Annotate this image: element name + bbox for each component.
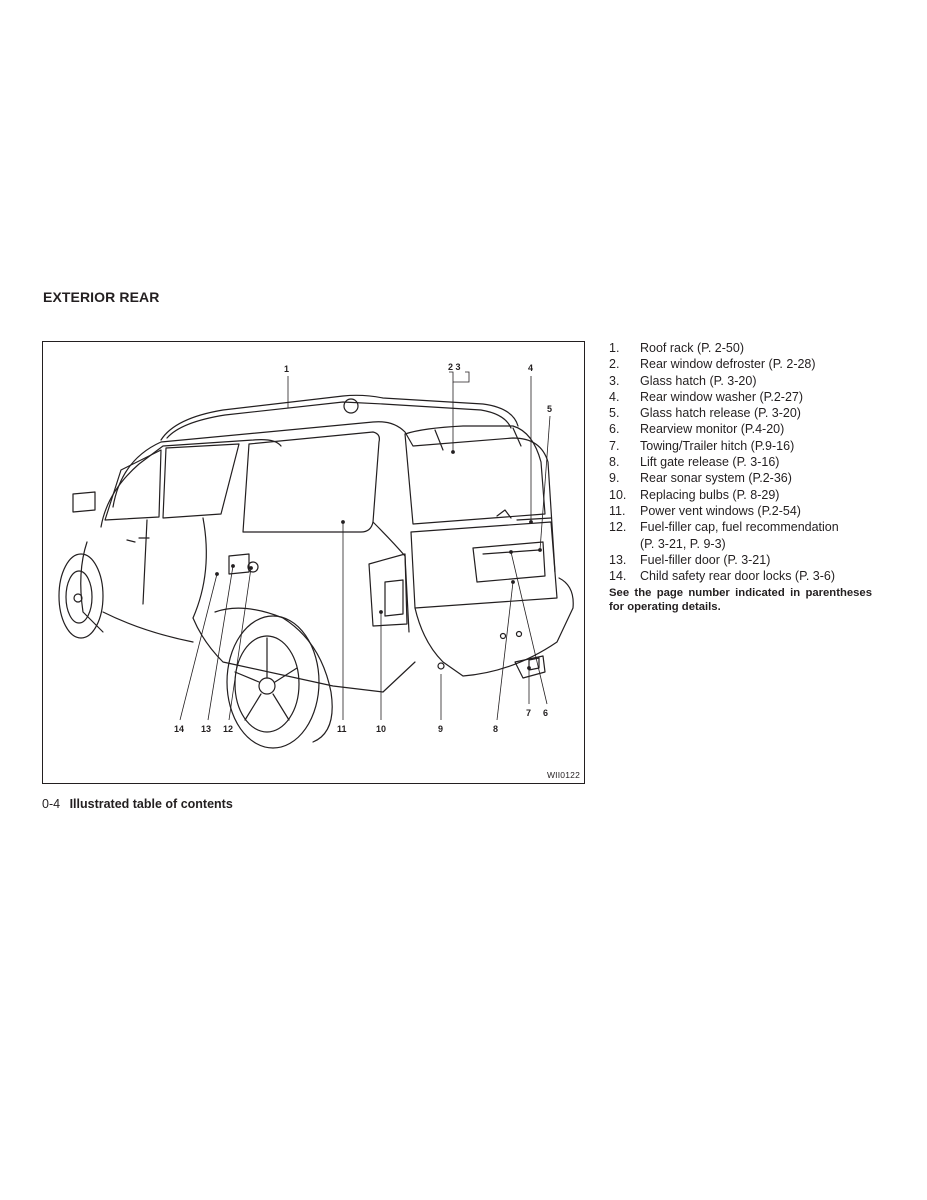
legend-item: 14. Child safety rear door locks (P. 3-6)	[609, 568, 874, 584]
legend-text: Glass hatch release (P. 3-20)	[640, 406, 801, 421]
callout-2-3: 2 3	[448, 362, 461, 372]
legend-item: 3. Glass hatch (P. 3-20)	[609, 373, 874, 389]
page-footer: 0-4 Illustrated table of contents	[42, 797, 233, 811]
callout-5: 5	[547, 404, 553, 414]
legend-item: 7. Towing/Trailer hitch (P.9-16)	[609, 438, 874, 454]
legend-number: 1.	[609, 341, 620, 355]
callout-7: 7	[526, 708, 532, 718]
chapter-title: Illustrated table of contents	[69, 797, 233, 811]
callout-13: 13	[201, 724, 212, 734]
legend-number: 8.	[609, 455, 620, 470]
callout-1: 1	[284, 364, 290, 374]
component-legend: 1. Roof rack (P. 2-50) 2. Rear window defr…	[609, 340, 874, 584]
callout-8: 8	[493, 724, 499, 734]
vehicle-illustration: 1 2 3 4 5 14 13 12 11 10 9 8 7 6 WII0122	[42, 341, 585, 784]
legend-number: 2.	[609, 357, 620, 372]
figure-code: WII0122	[546, 770, 580, 780]
legend-item: 13. Fuel-filler door (P. 3-21)	[609, 552, 874, 568]
legend-text: Fuel-filler cap, fuel recommendation	[640, 520, 839, 535]
legend-item: 10. Replacing bulbs (P. 8-29)	[609, 487, 874, 503]
legend-number: 6.	[609, 422, 620, 437]
legend-text: Glass hatch (P. 3-20)	[640, 373, 757, 388]
legend-text: Rear window defroster (P. 2-28)	[640, 357, 816, 372]
legend-text: Rearview monitor (P.4-20)	[640, 422, 785, 437]
legend-number: 5.	[609, 406, 620, 421]
legend-text: Towing/Trailer hitch (P.9-16)	[640, 438, 795, 453]
legend-text: Child safety rear door locks (P. 3-6)	[640, 569, 835, 584]
legend-item: 9. Rear sonar system (P.2-36)	[609, 470, 874, 486]
page-number: 0-4	[42, 797, 61, 811]
legend-number: 12.	[609, 520, 627, 535]
callout-leaders	[179, 371, 551, 721]
callout-4: 4	[528, 363, 534, 373]
legend-item: 8. Lift gate release (P. 3-16)	[609, 454, 874, 470]
callout-12: 12	[223, 724, 234, 734]
section-title: EXTERIOR REAR	[43, 289, 160, 305]
legend-text: Rear sonar system (P.2-36)	[640, 471, 792, 486]
legend-number: 9.	[609, 471, 620, 486]
legend-text-continuation: (P. 3-21, P. 9-3)	[640, 536, 726, 551]
callout-10: 10	[376, 724, 387, 734]
legend-number: 4.	[609, 389, 620, 404]
legend-text: Roof rack (P. 2-50)	[640, 341, 744, 355]
legend-item: 11. Power vent windows (P.2-54)	[609, 503, 874, 519]
page-reference-note: See the page number indicated in parenth…	[609, 587, 872, 614]
callout-14: 14	[174, 724, 185, 734]
callout-11: 11	[337, 724, 347, 734]
suv-rear-drawing	[58, 394, 574, 749]
legend-item: 2. Rear window defroster (P. 2-28)	[609, 356, 874, 372]
legend-text: Power vent windows (P.2-54)	[640, 503, 801, 518]
legend-text: Fuel-filler door (P. 3-21)	[640, 552, 771, 567]
legend-item: 5. Glass hatch release (P. 3-20)	[609, 405, 874, 421]
legend-item: 4. Rear window washer (P.2-27)	[609, 389, 874, 405]
legend-text: Rear window washer (P.2-27)	[640, 389, 804, 404]
legend-number: 7.	[609, 438, 620, 453]
legend-number: 14.	[609, 569, 627, 584]
legend-number: 11.	[609, 503, 626, 518]
legend-text: Replacing bulbs (P. 8-29)	[640, 487, 780, 502]
legend-item: 12. Fuel-filler cap, fuel recommendation(…	[609, 519, 874, 552]
legend-number: 3.	[609, 373, 620, 388]
legend-item: 6. Rearview monitor (P.4-20)	[609, 421, 874, 437]
legend-number: 10.	[609, 487, 627, 502]
callout-6: 6	[543, 708, 549, 718]
legend-item: 1. Roof rack (P. 2-50)	[609, 340, 874, 356]
legend-text: Lift gate release (P. 3-16)	[640, 455, 780, 470]
legend-number: 13.	[609, 552, 627, 567]
callout-9: 9	[438, 724, 444, 734]
